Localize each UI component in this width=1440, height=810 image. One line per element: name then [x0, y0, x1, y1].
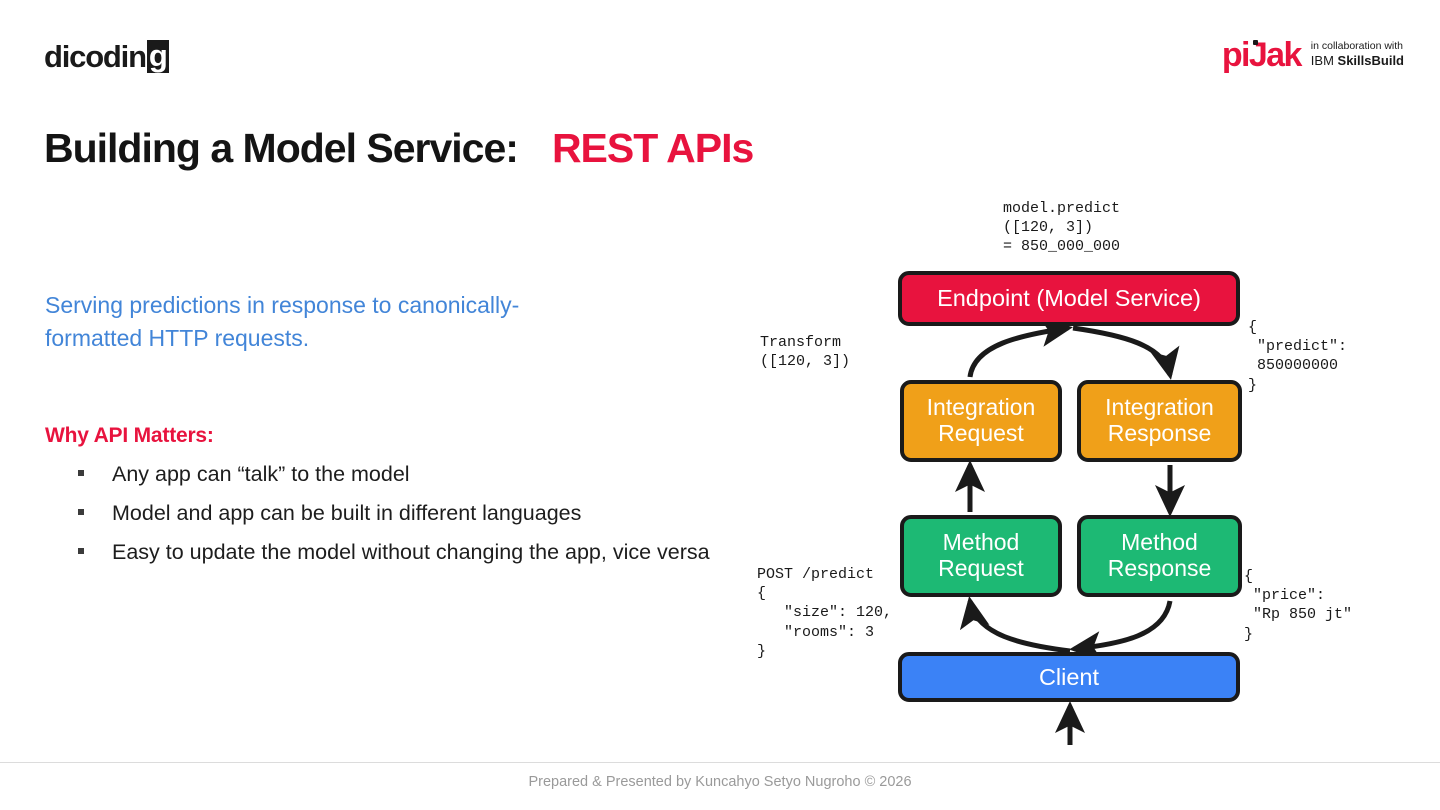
transform-annotation: Transform ([120, 3]): [760, 334, 851, 371]
list-item: Any app can “talk” to the model: [78, 457, 738, 492]
dicoding-logo-g: g: [146, 38, 169, 74]
skillsbuild-label: SkillsBuild: [1337, 53, 1404, 69]
pijak-dot-icon: [1252, 40, 1258, 45]
dicoding-logo-text: dicodin: [44, 39, 147, 75]
list-item: Easy to update the model without changin…: [78, 535, 738, 570]
bullet-square-icon: [78, 470, 84, 476]
page-title-highlight: REST APIs: [551, 125, 754, 171]
ibm-collab-block: in collaboration with IBM SkillsBuild: [1311, 40, 1404, 70]
node-integration-request-line1: Integration: [926, 394, 1036, 421]
price-response-annotation: { "price": "Rp 850 jt" }: [1244, 568, 1353, 643]
node-endpoint[interactable]: Endpoint (Model Service): [898, 271, 1240, 326]
why-api-heading: Why API Matters:: [45, 424, 214, 447]
list-item-label: Any app can “talk” to the model: [112, 462, 410, 486]
node-integration-response-line1: Integration: [1105, 394, 1214, 421]
page-title-main: Building a Model Service:: [44, 125, 519, 171]
post-request-annotation: POST /predict { "size": 120, "rooms": 3 …: [757, 566, 893, 660]
node-method-response-line1: Method: [1121, 529, 1198, 556]
page-title: Building a Model Service: REST APIs: [44, 125, 754, 171]
list-item-label: Easy to update the model without changin…: [112, 539, 710, 564]
bullet-square-icon: [78, 547, 84, 554]
list-item: Model and app can be built in different …: [78, 496, 738, 531]
pijak-wordmark-text: piJak: [1221, 36, 1303, 74]
node-integration-request-line2: Request: [938, 420, 1024, 446]
footer-divider: [0, 762, 1440, 763]
why-api-bullet-list: Any app can “talk” to the model Model an…: [78, 457, 738, 573]
node-method-request-line1: Method: [942, 529, 1020, 556]
footer-credit: Prepared & Presented by Kuncahyo Setyo N…: [528, 774, 912, 790]
node-method-response-line2: Response: [1107, 555, 1212, 581]
collaboration-label: in collaboration with: [1310, 39, 1404, 52]
node-endpoint-label: Endpoint (Model Service): [937, 285, 1201, 312]
pijak-ibm-logo: piJak in collaboration with IBM SkillsBu…: [1222, 38, 1404, 72]
subtitle-text: Serving predictions in response to canon…: [45, 292, 520, 351]
diagram-arrows: [955, 317, 1185, 745]
arrow-group: [955, 317, 1185, 745]
node-client[interactable]: Client: [898, 652, 1240, 702]
predict-response-annotation: { "predict": 850000000 }: [1248, 319, 1348, 394]
node-client-label: Client: [1038, 663, 1100, 690]
bullet-square-icon: [78, 508, 84, 515]
list-item-label: Model and app can be built in different …: [112, 500, 582, 525]
rest-api-flow-diagram: model.predict ([120, 3]) = 850_000_000 T…: [730, 185, 1440, 760]
pijak-wordmark: piJak: [1221, 36, 1303, 74]
model-predict-annotation: model.predict ([120, 3]) = 850_000_000: [1003, 200, 1121, 256]
node-method-request-line2: Request: [938, 555, 1024, 581]
ibm-label: IBM: [1310, 53, 1338, 69]
node-integration-response-line2: Response: [1107, 420, 1212, 446]
ibm-skillsbuild-label: IBM SkillsBuild: [1311, 53, 1404, 70]
